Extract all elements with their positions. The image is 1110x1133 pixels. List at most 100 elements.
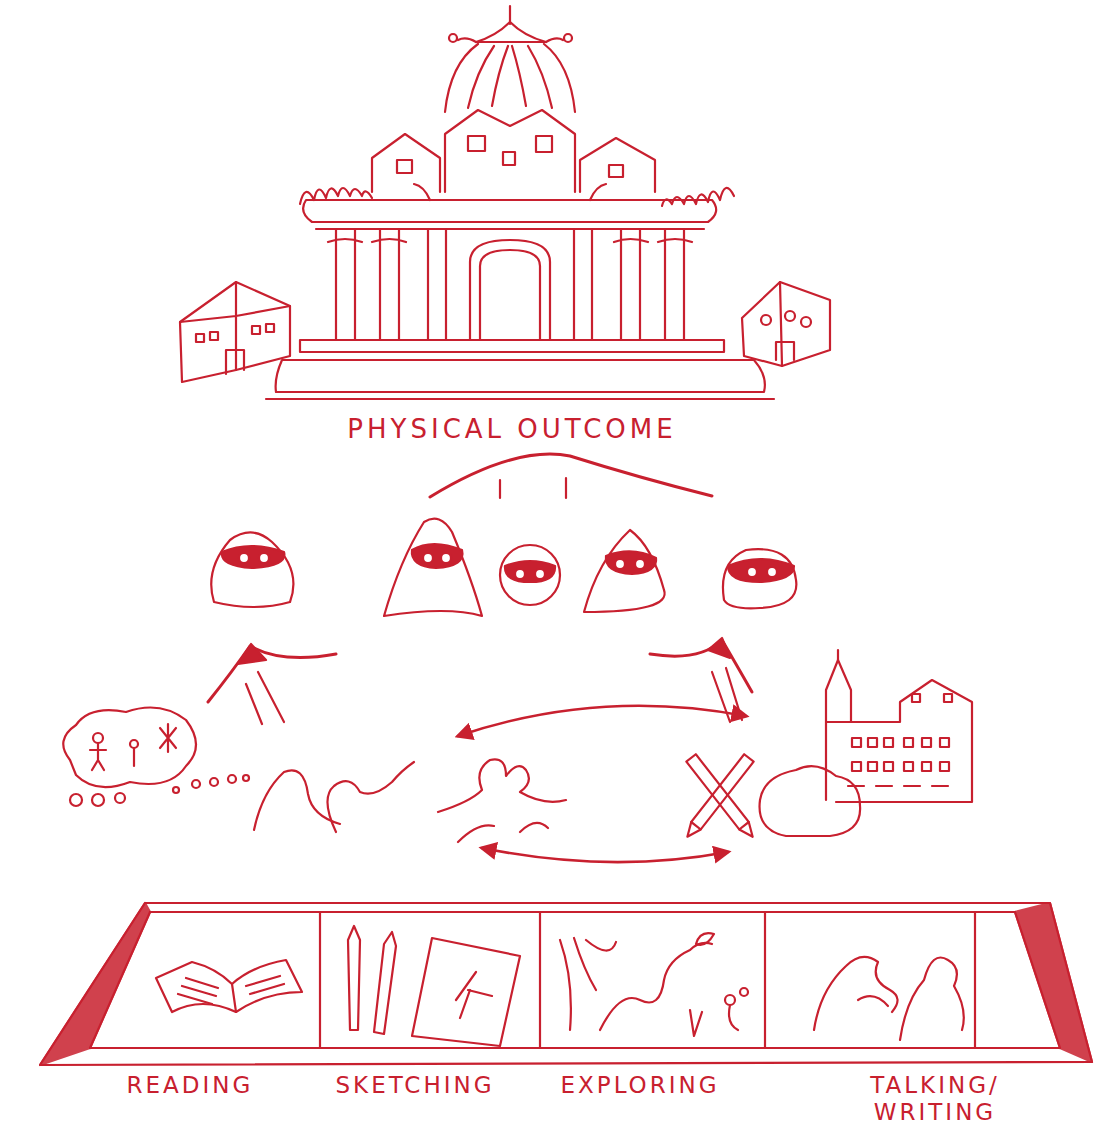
temple-illustration-stroke: [372, 134, 440, 192]
small-house-stroke: [180, 282, 290, 382]
activity-label: EXPLORING: [525, 1072, 755, 1099]
temple-illustration-stroke: [580, 138, 655, 192]
ghost-figure: [211, 519, 796, 616]
building-stroke: [922, 738, 931, 747]
temple-illustration-stroke: [662, 188, 734, 206]
building-stroke: [904, 762, 913, 771]
ghost-figure-stroke: [515, 569, 525, 579]
temple-illustration-stroke: [300, 340, 724, 352]
temple-illustration-stroke: [445, 44, 575, 112]
ghost-figure-stroke: [535, 569, 545, 579]
activity-band-stroke: [40, 903, 1092, 1065]
people-figures: [254, 759, 566, 842]
crossed-pencils-stroke-stroke: [739, 822, 757, 840]
people-figures-stroke: [458, 823, 548, 842]
building-stroke: [848, 785, 948, 787]
people-figures-stroke: [438, 759, 566, 812]
temple-illustration-stroke: [503, 152, 515, 165]
sketch-icon: [348, 926, 520, 1046]
temple-illustration-stroke: [468, 46, 552, 108]
temple-illustration-stroke: [428, 229, 446, 340]
explore-icon-stroke: [740, 988, 748, 996]
temple-illustration: [266, 6, 774, 399]
building-stroke: [868, 738, 877, 747]
bracket-arrow-stroke: [430, 454, 712, 497]
activity-cell: EXPLORING: [542, 914, 763, 1046]
talk-icon-stroke: [900, 958, 964, 1041]
ghost-figure-stroke: [412, 544, 463, 568]
thought-cloud-stroke: [115, 793, 125, 803]
people-figures-stroke: [327, 762, 414, 832]
outcome-label: PHYSICAL OUTCOME: [347, 414, 676, 444]
thought-cloud-stroke: [90, 743, 106, 770]
building-stroke: [944, 694, 952, 702]
up-arrow-stroke: [238, 644, 266, 664]
ghost-figure-stroke: [635, 559, 645, 569]
small-house-stroke: [742, 282, 830, 366]
temple-illustration-stroke: [300, 188, 372, 204]
ghost-figure-stroke: [584, 530, 665, 612]
temple-illustration-stroke: [445, 110, 575, 192]
temple-illustration-stroke: [564, 34, 572, 42]
small-house-stroke: [252, 326, 260, 334]
ghost-figure-stroke: [441, 553, 451, 563]
activity-band-stroke: [90, 912, 1060, 1048]
thought-cloud-stroke: [160, 724, 176, 752]
temple-illustration-stroke: [328, 229, 362, 340]
ghost-figure-stroke: [505, 561, 555, 582]
explore-icon-stroke: [725, 995, 735, 1005]
building-stroke: [922, 762, 931, 771]
temple-illustration-stroke: [458, 38, 476, 42]
thought-cloud-stroke: [130, 740, 138, 748]
temple-illustration-stroke: [266, 398, 774, 400]
crossed-pencils-stroke: [686, 754, 757, 840]
book-icon-stroke: [156, 960, 302, 1012]
thought-cloud-stroke: [243, 775, 249, 781]
crossed-pencils-stroke-stroke: [691, 754, 753, 829]
small-house-stroke: [785, 311, 795, 321]
activity-cell: SKETCHING: [322, 914, 538, 1046]
building-stroke: [852, 762, 861, 771]
small-house-stroke: [266, 324, 274, 332]
explore-icon-stroke: [696, 933, 714, 945]
up-arrow-stroke: [708, 638, 730, 658]
temple-illustration-stroke: [303, 200, 716, 222]
building: [826, 650, 972, 802]
activity-band: [40, 903, 1092, 1065]
building-stroke: [912, 694, 920, 702]
crossed-pencils-stroke: [683, 754, 754, 840]
small-house-stroke: [776, 342, 794, 360]
crossed-pencils: [683, 754, 758, 840]
thought-cloud-stroke: [93, 733, 103, 743]
temple-illustration-stroke: [276, 360, 765, 392]
small-house-stroke: [210, 332, 218, 340]
talk-icon: [814, 957, 964, 1040]
thought-cloud-stroke: [192, 780, 200, 788]
ghost-figure-stroke: [211, 532, 293, 607]
talk-icon-stroke: [814, 957, 898, 1030]
book-icon: [156, 960, 302, 1012]
building-stroke: [884, 762, 893, 771]
small-house-stroke: [180, 282, 290, 370]
talk-icon-stroke: [858, 996, 888, 1006]
thought-cloud-stroke: [228, 775, 236, 783]
building-stroke: [868, 762, 877, 771]
explore-icon-stroke: [690, 1010, 702, 1036]
small-house-stroke: [226, 350, 244, 374]
thought-cloud-stroke: [63, 708, 196, 788]
bracket-arrow: [430, 454, 712, 498]
temple-illustration-stroke: [546, 38, 563, 42]
activity-label: TALKING/ WRITING: [840, 1072, 1030, 1126]
up-arrow-stroke: [208, 646, 336, 702]
ghost-figure-stroke: [423, 553, 433, 563]
ghost-figure-stroke: [384, 519, 482, 616]
ghost-figure-stroke: [500, 545, 560, 605]
small-house-stroke: [761, 315, 771, 325]
building-stroke: [904, 738, 913, 747]
explore-icon-stroke: [729, 1005, 738, 1030]
building-stroke: [940, 762, 949, 771]
bracket-arrow-stroke: [500, 478, 566, 498]
small-house: [180, 282, 830, 382]
temple-illustration-stroke: [614, 229, 648, 340]
